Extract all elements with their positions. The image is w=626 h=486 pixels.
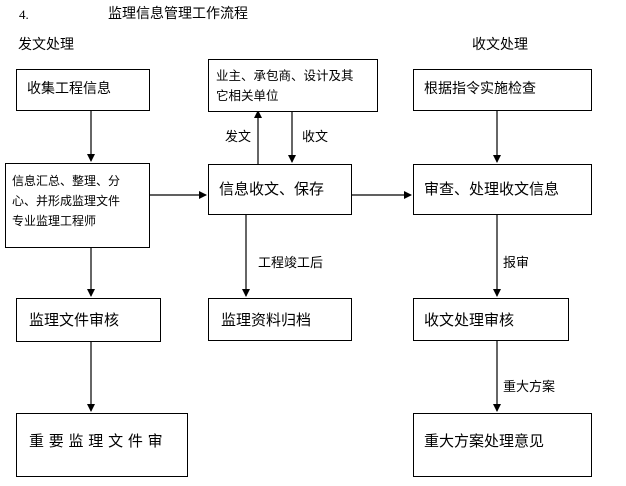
send-arrow-label: 发文: [225, 130, 252, 145]
collect-info-box: 收集工程信息: [16, 69, 150, 111]
archive-box: 监理资料归档: [208, 298, 352, 341]
receive-save-label: 信息收文、保存: [219, 180, 325, 198]
summary-line-3: 专业监理工程师: [12, 214, 97, 228]
section-number: 4.: [19, 7, 29, 22]
inspect-box: 根据指令实施检查: [413, 69, 592, 111]
receive-review-label: 收文处理审核: [424, 311, 515, 329]
summary-line-2: 心、并形成监理文件: [12, 194, 121, 208]
receive-save-box: 信息收文、保存: [208, 164, 352, 215]
parties-line-1: 业主、承包商、设计及其: [216, 68, 354, 83]
review-process-label: 审查、处理收文信息: [424, 180, 560, 198]
summary-box: 信息汇总、整理、分 心、并形成监理文件 专业监理工程师: [5, 163, 150, 248]
major-doc-review-box: 重 要 监 理 文 件 审: [16, 413, 188, 477]
archive-label: 监理资料归档: [221, 311, 312, 329]
collect-info-label: 收集工程信息: [27, 81, 111, 97]
after-completion-label: 工程竣工后: [258, 256, 324, 271]
parties-line-2: 它相关单位: [216, 88, 279, 103]
major-plan-label: 重大方案处理意见: [424, 432, 545, 450]
report-label: 报审: [503, 256, 530, 271]
doc-review-label: 监理文件审核: [29, 311, 120, 329]
summary-line-1: 信息汇总、整理、分: [12, 174, 121, 188]
doc-review-box: 监理文件审核: [16, 298, 161, 342]
page-title: 监理信息管理工作流程: [108, 6, 248, 22]
receive-section-title: 收文处理: [472, 37, 528, 53]
receive-review-box: 收文处理审核: [413, 298, 569, 341]
major-plan-box: 重大方案处理意见: [413, 413, 592, 477]
send-section-title: 发文处理: [18, 37, 74, 53]
receive-arrow-label: 收文: [302, 130, 329, 145]
review-process-box: 审查、处理收文信息: [413, 164, 592, 215]
parties-box: 业主、承包商、设计及其 它相关单位: [208, 59, 378, 112]
major-plan-arrow-label: 重大方案: [503, 380, 556, 395]
major-doc-review-label: 重 要 监 理 文 件 审: [29, 432, 163, 450]
inspect-label: 根据指令实施检查: [424, 81, 536, 97]
